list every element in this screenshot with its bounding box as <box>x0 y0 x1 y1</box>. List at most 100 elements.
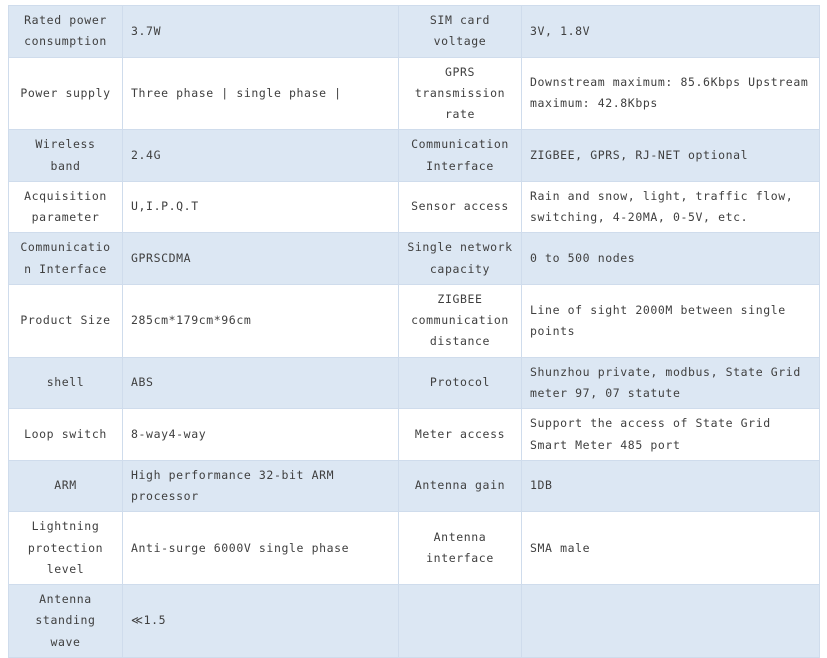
cell-text: Single network capacity <box>407 240 521 276</box>
row-label-right: Communication Interface <box>398 129 522 182</box>
cell-text: Downstream maximum: 85.6Kbps Upstream ma… <box>530 75 816 111</box>
row-label-left: Loop switch <box>8 408 123 461</box>
row-label-right: GPRS transmission rate <box>398 56 522 131</box>
table-row: ARM High performance 32-bit ARM processor… <box>8 459 820 513</box>
row-value-left: ≪1.5 <box>122 584 399 658</box>
row-value-right: ZIGBEE, GPRS, RJ-NET optional <box>521 129 820 182</box>
cell-text: shell <box>46 375 85 390</box>
specification-table: Rated power consumption 3.7W SIM card volt… <box>8 5 820 658</box>
row-value-left: ABS <box>122 356 399 410</box>
row-value-left: 8-way4-way <box>122 408 399 461</box>
row-value-right: 3V, 1.8V <box>521 5 820 58</box>
specification-table-container: Rated power consumption 3.7W SIM card volt… <box>8 5 820 658</box>
cell-text: U,I.P.Q.T <box>131 199 199 214</box>
cell-text: 0 to 500 nodes <box>530 251 636 266</box>
row-value-right: 1DB <box>521 459 820 513</box>
cell-text: ZIGBEE communication distance <box>411 291 517 349</box>
row-label-right: Protocol <box>398 356 522 410</box>
table-row: shell ABS Protocol Shunzhou private, modbus… <box>8 356 820 410</box>
row-label-left: Power supply <box>8 56 123 131</box>
cell-text: Power supply <box>20 85 111 100</box>
row-label-right: SIM card voltage <box>398 5 522 58</box>
cell-text: 3.7W <box>131 23 162 38</box>
cell-text: Shunzhou private, modbus, State Grid met… <box>530 364 809 400</box>
row-value-left: High performance 32-bit ARM processor <box>122 459 399 513</box>
cell-text: Sensor access <box>411 199 509 214</box>
row-value-left: Anti-surge 6000V single phase <box>122 511 399 586</box>
table-row: Wireless band 2.4G Communication Interface… <box>8 129 820 182</box>
cell-text: 3V, 1.8V <box>530 23 591 38</box>
table-row: Acquisition parameter U,I.P.Q.T Sensor acc… <box>8 180 820 234</box>
table-row: Loop switch 8-way4-way Meter access Support… <box>8 408 820 461</box>
row-label-left: Lightning protection level <box>8 511 123 586</box>
table-row: Rated power consumption 3.7W SIM card volt… <box>8 5 820 58</box>
cell-text: Anti-surge 6000V single phase <box>131 540 350 555</box>
row-value-left: U,I.P.Q.T <box>122 180 399 234</box>
row-value-right: 0 to 500 nodes <box>521 232 820 285</box>
row-label-left: Communication Interface <box>8 232 123 285</box>
row-value-left: Three phase | single phase | <box>122 56 399 131</box>
row-label-left: Acquisition parameter <box>8 180 123 234</box>
cell-text: Communication Interface <box>411 137 517 173</box>
cell-text: Wireless band <box>35 137 104 173</box>
cell-text: Rated power consumption <box>24 13 115 49</box>
cell-text: GPRSCDMA <box>131 251 192 266</box>
cell-text: ARM <box>54 478 77 493</box>
table-row: Antenna standing wave ≪1.5 <box>8 584 820 658</box>
row-value-left: GPRSCDMA <box>122 232 399 285</box>
row-label-left: Rated power consumption <box>8 5 123 58</box>
cell-text: Support the access of State Grid Smart M… <box>530 416 779 452</box>
cell-text: Communication Interface <box>20 240 111 276</box>
cell-text: 8-way4-way <box>131 426 207 441</box>
specification-table-body: Rated power consumption 3.7W SIM card volt… <box>8 5 820 658</box>
cell-text: SIM card voltage <box>429 13 498 49</box>
row-value-right <box>521 584 820 658</box>
row-label-right: ZIGBEE communication distance <box>398 283 522 358</box>
cell-text: Meter access <box>414 426 506 441</box>
cell-text: ≪1.5 <box>131 613 167 628</box>
cell-text: Product Size <box>20 313 111 328</box>
row-value-right: Line of sight 2000M between single point… <box>521 283 820 358</box>
table-row: Communication Interface GPRSCDMA Single ne… <box>8 232 820 285</box>
row-label-right: Single network capacity <box>398 232 522 285</box>
row-label-left: shell <box>8 356 123 410</box>
row-label-left: Product Size <box>8 283 123 358</box>
cell-text: Three phase | single phase | <box>131 85 342 100</box>
row-label-left: ARM <box>8 459 123 513</box>
cell-text: 285cm*179cm*96cm <box>131 313 252 328</box>
cell-text: Lightning protection level <box>27 519 111 576</box>
cell-text: SMA male <box>530 540 591 555</box>
cell-text: Acquisition parameter <box>24 188 115 225</box>
cell-text: 2.4G <box>131 147 162 162</box>
table-row: Product Size 285cm*179cm*96cm ZIGBEE commu… <box>8 283 820 358</box>
row-label-right: Sensor access <box>398 180 522 234</box>
cell-text: Antenna interface <box>426 529 494 566</box>
row-value-right: Rain and snow, light, traffic flow, swit… <box>521 180 820 234</box>
table-row: Lightning protection level Anti-surge 600… <box>8 511 820 586</box>
cell-text: Loop switch <box>24 426 107 441</box>
row-label-right: Meter access <box>398 408 522 461</box>
row-value-left: 285cm*179cm*96cm <box>122 283 399 358</box>
cell-text: Antenna standing wave <box>35 592 104 649</box>
table-row: Power supply Three phase | single phase |… <box>8 56 820 131</box>
row-value-left: 2.4G <box>122 129 399 182</box>
row-label-left: Antenna standing wave <box>8 584 123 658</box>
cell-text: Rain and snow, light, traffic flow, swit… <box>530 188 801 225</box>
cell-text: Antenna gain <box>414 478 506 493</box>
cell-text: 1DB <box>530 478 553 493</box>
row-value-right: SMA male <box>521 511 820 586</box>
row-value-right: Shunzhou private, modbus, State Grid met… <box>521 356 820 410</box>
row-value-right: Support the access of State Grid Smart M… <box>521 408 820 461</box>
cell-text: Protocol <box>429 375 491 390</box>
cell-text: Line of sight 2000M between single point… <box>530 302 794 338</box>
cell-text: ZIGBEE, GPRS, RJ-NET optional <box>530 147 749 162</box>
row-value-right: Downstream maximum: 85.6Kbps Upstream ma… <box>521 56 820 131</box>
row-value-left: 3.7W <box>122 5 399 58</box>
row-label-right: Antenna interface <box>398 511 522 586</box>
row-label-right <box>398 584 522 658</box>
row-label-right: Antenna gain <box>398 459 522 513</box>
cell-text: ABS <box>131 375 154 390</box>
cell-text: GPRS transmission rate <box>414 64 513 122</box>
row-label-left: Wireless band <box>8 129 123 182</box>
cell-text: High performance 32-bit ARM processor <box>131 467 342 504</box>
